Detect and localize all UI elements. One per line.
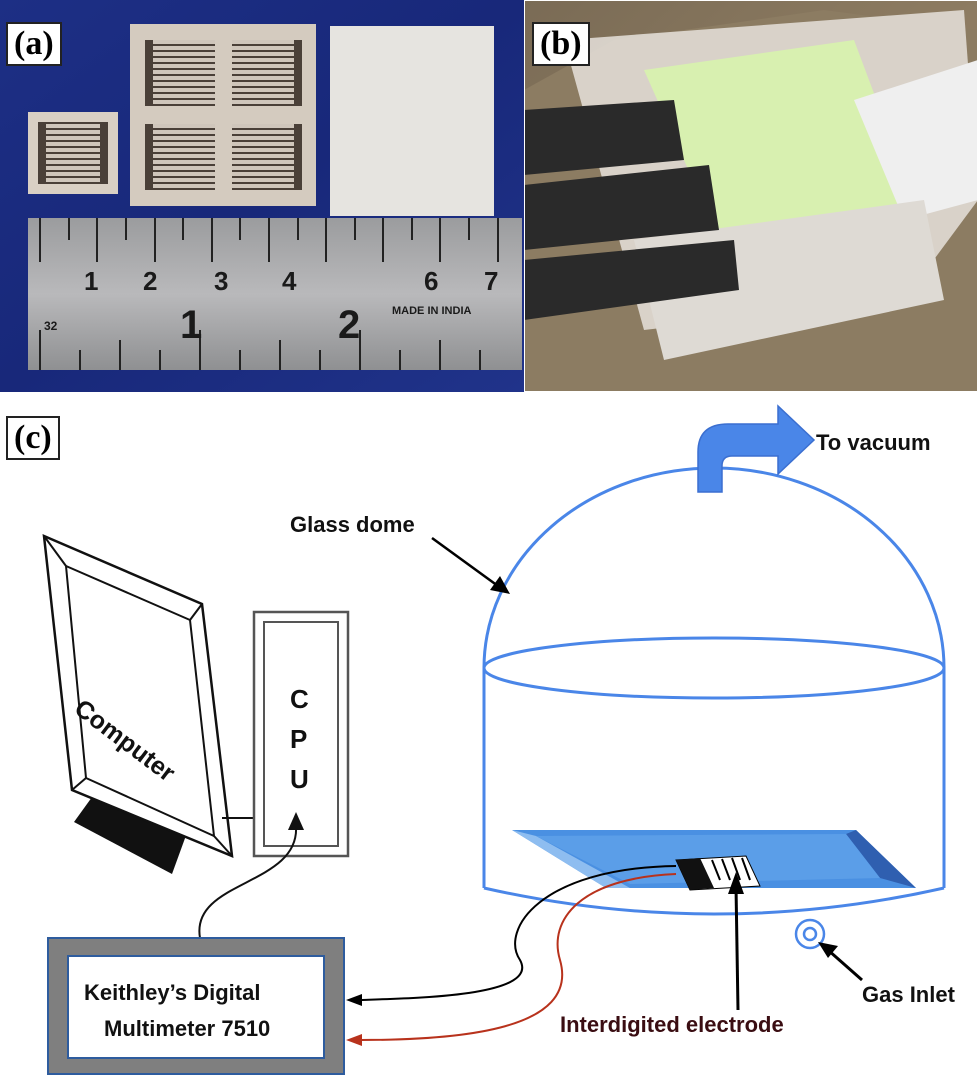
gas-inlet-label: Gas Inlet (862, 982, 955, 1007)
ruler: 1 2 3 4 6 7 32 1 2 MADE IN INDIA (28, 218, 522, 370)
multimeter-label-line2: Multimeter 7510 (104, 1016, 271, 1041)
electrode-icon (675, 855, 761, 891)
monitor (42, 534, 234, 858)
cpu-letter-p: P (290, 724, 308, 754)
ruler-num-inch-1: 1 (180, 303, 202, 347)
sample-blank (330, 26, 494, 216)
panel-label-a: (a) (6, 22, 62, 66)
sample-small (28, 112, 118, 194)
multimeter-box (47, 937, 345, 1075)
ruler-num-7: 7 (484, 266, 498, 296)
glass-dome-pointer (431, 536, 510, 594)
wire-black (346, 865, 677, 1006)
vacuum-arrow-icon (697, 404, 816, 493)
ruler-num-1: 1 (84, 266, 98, 296)
ruler-num-4: 4 (282, 266, 297, 296)
ruler-num-32: 32 (44, 319, 58, 333)
schematic (42, 404, 946, 1075)
glass-dome-label: Glass dome (290, 512, 415, 537)
monitor-stand (74, 786, 188, 874)
to-vacuum-label: To vacuum (816, 430, 931, 455)
multimeter-cable (198, 812, 304, 939)
photo-a: 1 2 3 4 6 7 32 1 2 MADE IN INDIA (0, 0, 524, 392)
gas-inlet-pointer (818, 942, 863, 982)
electrode-pointer (728, 872, 744, 1011)
ruler-num-3: 3 (214, 266, 228, 296)
cpu-tower (252, 610, 350, 858)
panel-label-b: (b) (532, 22, 590, 66)
ruler-imprint: MADE IN INDIA (392, 305, 472, 317)
sample-quad (130, 24, 316, 206)
cpu-letter-u: U (290, 764, 309, 794)
cpu-letter-c: C (290, 684, 309, 714)
wire-red (346, 873, 677, 1046)
ruler-num-2: 2 (143, 266, 157, 296)
ruler-num-inch-2: 2 (338, 303, 360, 347)
multimeter-label-line1: Keithley’s Digital (84, 980, 261, 1005)
interdigited-electrode-label: Interdigited electrode (560, 1012, 784, 1037)
panel-label-c: (c) (6, 416, 60, 460)
ruler-num-6: 6 (424, 266, 438, 296)
photo-b (524, 0, 978, 392)
gas-inlet-icon (794, 918, 826, 950)
